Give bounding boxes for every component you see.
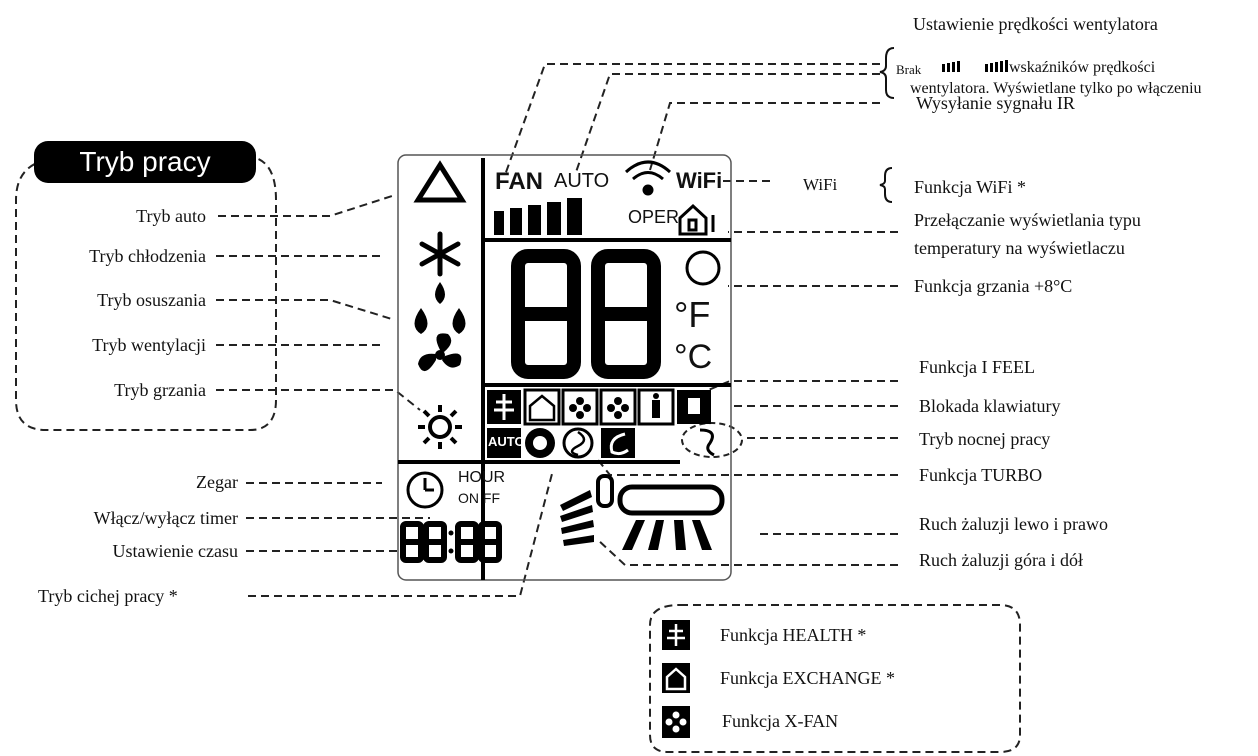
legend-health-icon: [662, 620, 690, 650]
lcd-auto-badge: AUTO: [488, 434, 525, 449]
timer-label: Włącz/wyłącz timer: [93, 508, 238, 528]
row2: [487, 427, 715, 459]
clock-icon: [406, 471, 444, 509]
function-row: [487, 388, 711, 426]
sleep-label: Tryb nocnej pracy: [919, 429, 1051, 449]
time-set-label: Ustawienie czasu: [112, 541, 238, 561]
fan-speed-title: Ustawienie prędkości wentylatora: [913, 14, 1158, 34]
mode-group-title: Tryb pracy: [34, 141, 256, 183]
xfan2-icon: [607, 397, 629, 419]
brace-wifi: [879, 167, 893, 203]
sleep-icon: [699, 428, 715, 457]
lcd-hour-label: HOUR: [458, 469, 506, 486]
legend-xfan-icon: [662, 706, 690, 738]
legend-xfan-label: Funkcja X-FAN: [722, 711, 839, 731]
sleep-moon: [609, 432, 629, 456]
lock-label: Blokada klawiatury: [919, 396, 1061, 416]
swing-ud-label: Ruch żaluzji góra i dół: [919, 550, 1083, 570]
swing-lr-label: Ruch żaluzji lewo i prawo: [919, 514, 1108, 534]
clock-digits: [400, 521, 502, 563]
mode-heat-label: Tryb grzania: [114, 380, 206, 400]
swing-ud-icon: [560, 474, 614, 546]
main-digits: [511, 249, 661, 379]
fan-speed-note-a: Brak: [896, 62, 922, 77]
legend-exchange-label: Funkcja EXCHANGE *: [720, 668, 895, 688]
auto-mode-icon: [413, 160, 467, 203]
ir-label: Wysyłanie sygnału IR: [916, 93, 1075, 113]
dry-mode-icon: [414, 282, 466, 334]
lcd-c-label: °C: [674, 338, 713, 376]
mode-dry-label: Tryb osuszania: [97, 290, 206, 310]
heat8-icon: [685, 250, 721, 286]
cool-mode-icon: [419, 231, 461, 277]
lcd-panel: [397, 154, 732, 581]
lcd-auto-label: AUTO: [554, 170, 610, 192]
turbo-label: Funkcja TURBO: [919, 465, 1043, 485]
fan-mode-icon: [418, 333, 462, 372]
brace-top: [879, 47, 895, 99]
mode-group-frame: [15, 157, 277, 431]
fan-speed-note-b: wskaźników prędkości: [1009, 59, 1156, 76]
mode-auto-label: Tryb auto: [136, 206, 206, 226]
wifi-short-label: WiFi: [803, 175, 838, 194]
sleep-ellipse: [681, 422, 743, 458]
health-icon: [494, 394, 514, 420]
swing-lr-icon: [617, 484, 725, 550]
mode-fan-label: Tryb wentylacji: [92, 335, 206, 355]
exchange-icon: [528, 394, 556, 422]
legend-exchange-icon: [662, 663, 690, 693]
xfan-icon: [569, 397, 591, 419]
wifi-label: Funkcja WiFi *: [914, 177, 1026, 197]
legend-frame: [649, 604, 1021, 753]
heat-mode-icon: [418, 405, 462, 449]
fan-note-bars: [942, 60, 1008, 72]
fan-speed-bars: [494, 198, 582, 235]
temp-switch-label-1: Przełączanie wyświetlania typu: [914, 210, 1141, 230]
lcd-wifi-label: WiFi: [676, 168, 723, 193]
lcd-oper-label: OPER: [628, 207, 680, 227]
heat8-label: Funkcja grzania +8°C: [914, 276, 1073, 296]
lcd-f-label: °F: [674, 294, 711, 335]
ifeel-label: Funkcja I FEEL: [919, 357, 1035, 377]
fan-speed-note-c: wentylatora. Wyświetlane tylko po włącze…: [910, 80, 1202, 97]
lcd-onoff-label: ON FF: [458, 490, 500, 506]
mode-cool-label: Tryb chłodzenia: [89, 246, 206, 266]
ifeel-icon: [652, 393, 660, 418]
legend-health-label: Funkcja HEALTH *: [720, 625, 867, 645]
clock-label: Zegar: [196, 472, 238, 492]
ir-signal-icon: [624, 160, 672, 196]
temp-type-icon: [678, 203, 715, 236]
temp-switch-label-2: temperatury na wyświetlaczu: [914, 238, 1125, 258]
quiet-label: Tryb cichej pracy *: [38, 586, 178, 606]
turbo-icon: [570, 430, 586, 457]
lcd-fan-label: FAN: [495, 168, 543, 195]
